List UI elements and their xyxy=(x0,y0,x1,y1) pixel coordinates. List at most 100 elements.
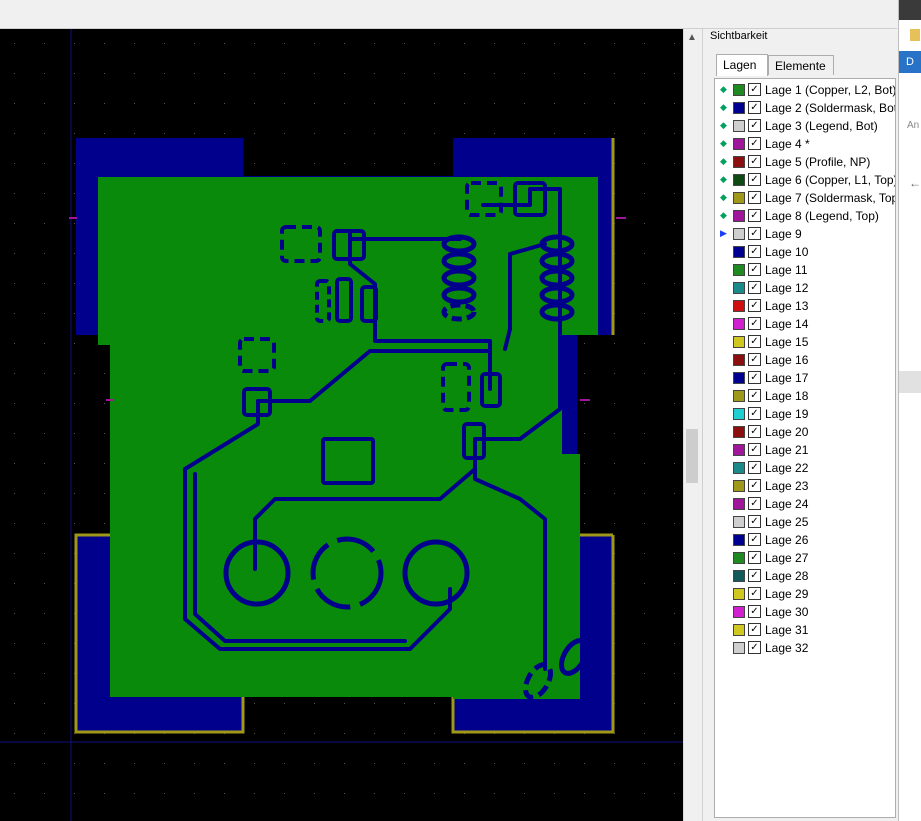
layer-visibility-checkbox[interactable]: ✓ xyxy=(748,479,761,492)
layer-visibility-checkbox[interactable]: ✓ xyxy=(748,155,761,168)
layer-visibility-checkbox[interactable]: ✓ xyxy=(748,227,761,240)
layer-visibility-checkbox[interactable]: ✓ xyxy=(748,533,761,546)
scroll-up-icon[interactable]: ▲ xyxy=(687,32,697,43)
layer-row[interactable]: ✓Lage 28 xyxy=(715,567,895,585)
layer-row[interactable]: ◆✓Lage 3 (Legend, Bot) xyxy=(715,117,895,135)
layer-visibility-checkbox[interactable]: ✓ xyxy=(748,173,761,186)
layer-visibility-checkbox[interactable]: ✓ xyxy=(748,209,761,222)
layer-color-swatch[interactable] xyxy=(733,588,745,600)
scroll-thumb[interactable] xyxy=(686,429,698,483)
layer-color-swatch[interactable] xyxy=(733,246,745,258)
layer-row[interactable]: ✓Lage 24 xyxy=(715,495,895,513)
layer-row[interactable]: ✓Lage 10 xyxy=(715,243,895,261)
layer-color-swatch[interactable] xyxy=(733,138,745,150)
layer-visibility-checkbox[interactable]: ✓ xyxy=(748,389,761,402)
layer-row[interactable]: ✓Lage 22 xyxy=(715,459,895,477)
layer-visibility-checkbox[interactable]: ✓ xyxy=(748,623,761,636)
layer-visibility-checkbox[interactable]: ✓ xyxy=(748,299,761,312)
layer-row[interactable]: ✓Lage 31 xyxy=(715,621,895,639)
layer-row[interactable]: ✓Lage 19 xyxy=(715,405,895,423)
layer-visibility-checkbox[interactable]: ✓ xyxy=(748,425,761,438)
layer-row[interactable]: ✓Lage 21 xyxy=(715,441,895,459)
layer-row[interactable]: ◆✓Lage 4 * xyxy=(715,135,895,153)
layer-row[interactable]: ✓Lage 23 xyxy=(715,477,895,495)
layer-row[interactable]: ◆✓Lage 2 (Soldermask, Bot) xyxy=(715,99,895,117)
layer-visibility-checkbox[interactable]: ✓ xyxy=(748,587,761,600)
layer-visibility-checkbox[interactable]: ✓ xyxy=(748,263,761,276)
layer-color-swatch[interactable] xyxy=(733,264,745,276)
layer-visibility-checkbox[interactable]: ✓ xyxy=(748,569,761,582)
folder-icon[interactable] xyxy=(910,29,920,41)
layer-row[interactable]: ✓Lage 32 xyxy=(715,639,895,657)
layer-row[interactable]: ✓Lage 12 xyxy=(715,279,895,297)
layer-visibility-checkbox[interactable]: ✓ xyxy=(748,641,761,654)
layer-row[interactable]: ✓Lage 18 xyxy=(715,387,895,405)
layer-row[interactable]: ✓Lage 17 xyxy=(715,369,895,387)
layer-visibility-checkbox[interactable]: ✓ xyxy=(748,281,761,294)
layer-color-swatch[interactable] xyxy=(733,84,745,96)
layer-visibility-checkbox[interactable]: ✓ xyxy=(748,119,761,132)
layer-color-swatch[interactable] xyxy=(733,174,745,186)
pcb-canvas[interactable] xyxy=(0,29,683,821)
layer-color-swatch[interactable] xyxy=(733,228,745,240)
layer-visibility-checkbox[interactable]: ✓ xyxy=(748,551,761,564)
layer-color-swatch[interactable] xyxy=(733,120,745,132)
layer-color-swatch[interactable] xyxy=(733,516,745,528)
layer-row[interactable]: ✓Lage 14 xyxy=(715,315,895,333)
layer-row[interactable]: ✓Lage 29 xyxy=(715,585,895,603)
layer-color-swatch[interactable] xyxy=(733,336,745,348)
layer-row[interactable]: ✓Lage 20 xyxy=(715,423,895,441)
layer-visibility-checkbox[interactable]: ✓ xyxy=(748,461,761,474)
layer-visibility-checkbox[interactable]: ✓ xyxy=(748,605,761,618)
layer-visibility-checkbox[interactable]: ✓ xyxy=(748,191,761,204)
layer-row[interactable]: ◆✓Lage 7 (Soldermask, Top) xyxy=(715,189,895,207)
selected-item[interactable]: D xyxy=(899,51,921,73)
layer-visibility-checkbox[interactable]: ✓ xyxy=(748,335,761,348)
back-arrow-icon[interactable]: ← xyxy=(909,176,921,190)
layer-visibility-checkbox[interactable]: ✓ xyxy=(748,353,761,366)
layer-visibility-checkbox[interactable]: ✓ xyxy=(748,371,761,384)
layer-color-swatch[interactable] xyxy=(733,210,745,222)
layer-row[interactable]: ◆✓Lage 1 (Copper, L2, Bot) xyxy=(715,81,895,99)
layer-visibility-checkbox[interactable]: ✓ xyxy=(748,515,761,528)
layer-color-swatch[interactable] xyxy=(733,606,745,618)
layer-visibility-checkbox[interactable]: ✓ xyxy=(748,407,761,420)
canvas-vertical-scrollbar[interactable]: ▲ xyxy=(683,29,700,821)
tab-elemente[interactable]: Elemente xyxy=(768,55,834,75)
layer-color-swatch[interactable] xyxy=(733,156,745,168)
layer-visibility-checkbox[interactable]: ✓ xyxy=(748,443,761,456)
layer-row[interactable]: ◆✓Lage 5 (Profile, NP) xyxy=(715,153,895,171)
layer-color-swatch[interactable] xyxy=(733,444,745,456)
layer-visibility-checkbox[interactable]: ✓ xyxy=(748,497,761,510)
layer-visibility-checkbox[interactable]: ✓ xyxy=(748,317,761,330)
tab-lagen[interactable]: Lagen xyxy=(716,54,768,76)
layer-color-swatch[interactable] xyxy=(733,408,745,420)
layer-visibility-checkbox[interactable]: ✓ xyxy=(748,101,761,114)
layer-row[interactable]: ◆✓Lage 8 (Legend, Top) xyxy=(715,207,895,225)
layer-row[interactable]: ✓Lage 15 xyxy=(715,333,895,351)
layer-color-swatch[interactable] xyxy=(733,624,745,636)
layer-row[interactable]: ✓Lage 13 xyxy=(715,297,895,315)
layer-color-swatch[interactable] xyxy=(733,552,745,564)
layer-row[interactable]: ✓Lage 16 xyxy=(715,351,895,369)
layer-color-swatch[interactable] xyxy=(733,570,745,582)
layer-color-swatch[interactable] xyxy=(733,372,745,384)
layer-color-swatch[interactable] xyxy=(733,390,745,402)
layer-color-swatch[interactable] xyxy=(733,354,745,366)
layer-color-swatch[interactable] xyxy=(733,102,745,114)
layer-row[interactable]: ✓Lage 26 xyxy=(715,531,895,549)
layer-row[interactable]: ✓Lage 25 xyxy=(715,513,895,531)
layer-row[interactable]: ✓Lage 11 xyxy=(715,261,895,279)
layer-visibility-checkbox[interactable]: ✓ xyxy=(748,245,761,258)
layer-visibility-checkbox[interactable]: ✓ xyxy=(748,137,761,150)
layer-color-swatch[interactable] xyxy=(733,318,745,330)
layer-color-swatch[interactable] xyxy=(733,426,745,438)
layer-row[interactable]: ▶✓Lage 9 xyxy=(715,225,895,243)
layer-color-swatch[interactable] xyxy=(733,282,745,294)
layer-row[interactable]: ✓Lage 30 xyxy=(715,603,895,621)
layer-row[interactable]: ✓Lage 27 xyxy=(715,549,895,567)
layer-color-swatch[interactable] xyxy=(733,300,745,312)
layer-color-swatch[interactable] xyxy=(733,534,745,546)
layer-color-swatch[interactable] xyxy=(733,462,745,474)
layer-color-swatch[interactable] xyxy=(733,192,745,204)
